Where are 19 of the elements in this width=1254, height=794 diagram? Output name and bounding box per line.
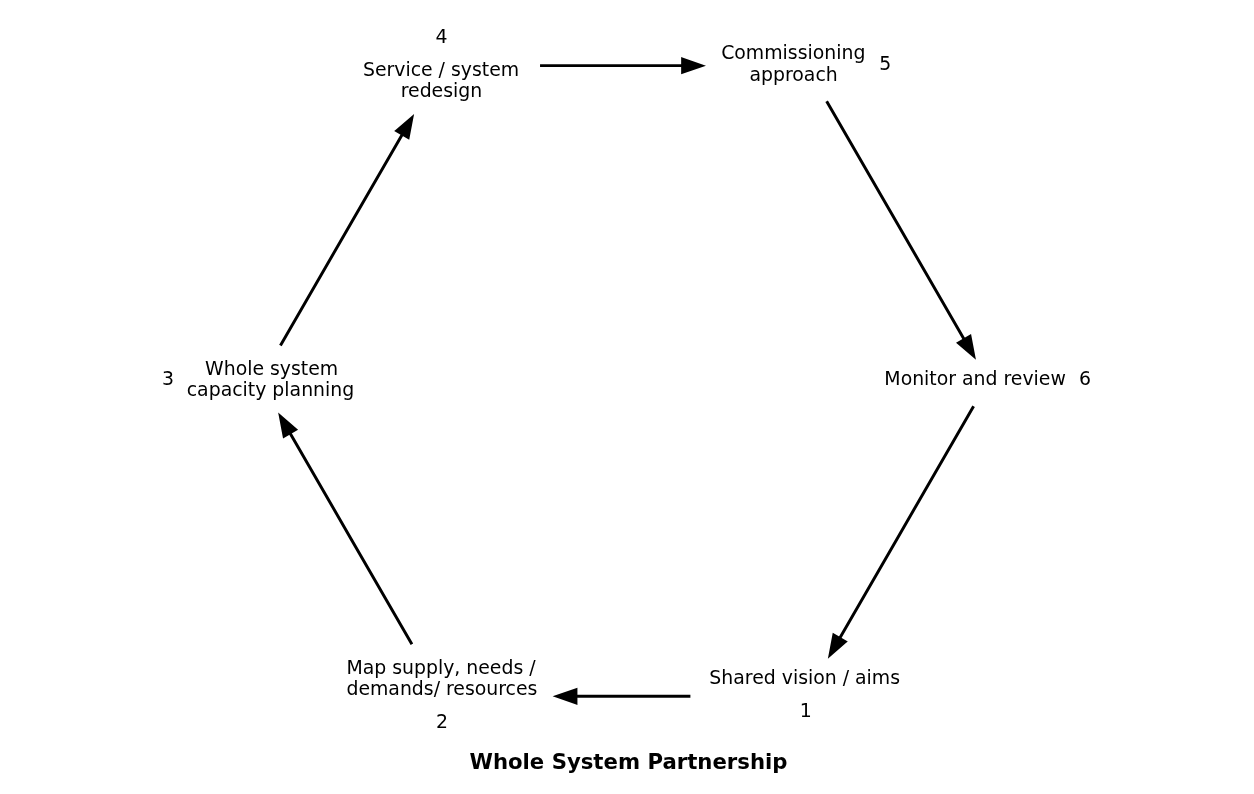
arrow	[825, 99, 976, 360]
node-text: Whole system capacity planning	[186, 356, 355, 400]
node-label: 3	[161, 366, 174, 389]
arrow	[279, 113, 415, 346]
arrow	[827, 405, 975, 659]
arrow	[552, 687, 691, 705]
node-text: Map supply, needs / demands/ resources	[346, 655, 538, 699]
arrow	[278, 412, 414, 645]
node-text: Shared vision / aims	[709, 665, 901, 688]
caption: Whole System Partnership	[469, 748, 788, 774]
node-label: 4	[435, 24, 448, 47]
arrow	[540, 56, 706, 74]
node-text: Commissioning approach	[721, 41, 866, 85]
node-text: Monitor and review	[884, 366, 1066, 389]
node-text: Service / system redesign	[362, 57, 520, 101]
node-label: 1	[799, 698, 812, 721]
node-label: 5	[879, 51, 892, 74]
node-label: 2	[436, 709, 449, 732]
node-label: 6	[1079, 366, 1092, 389]
